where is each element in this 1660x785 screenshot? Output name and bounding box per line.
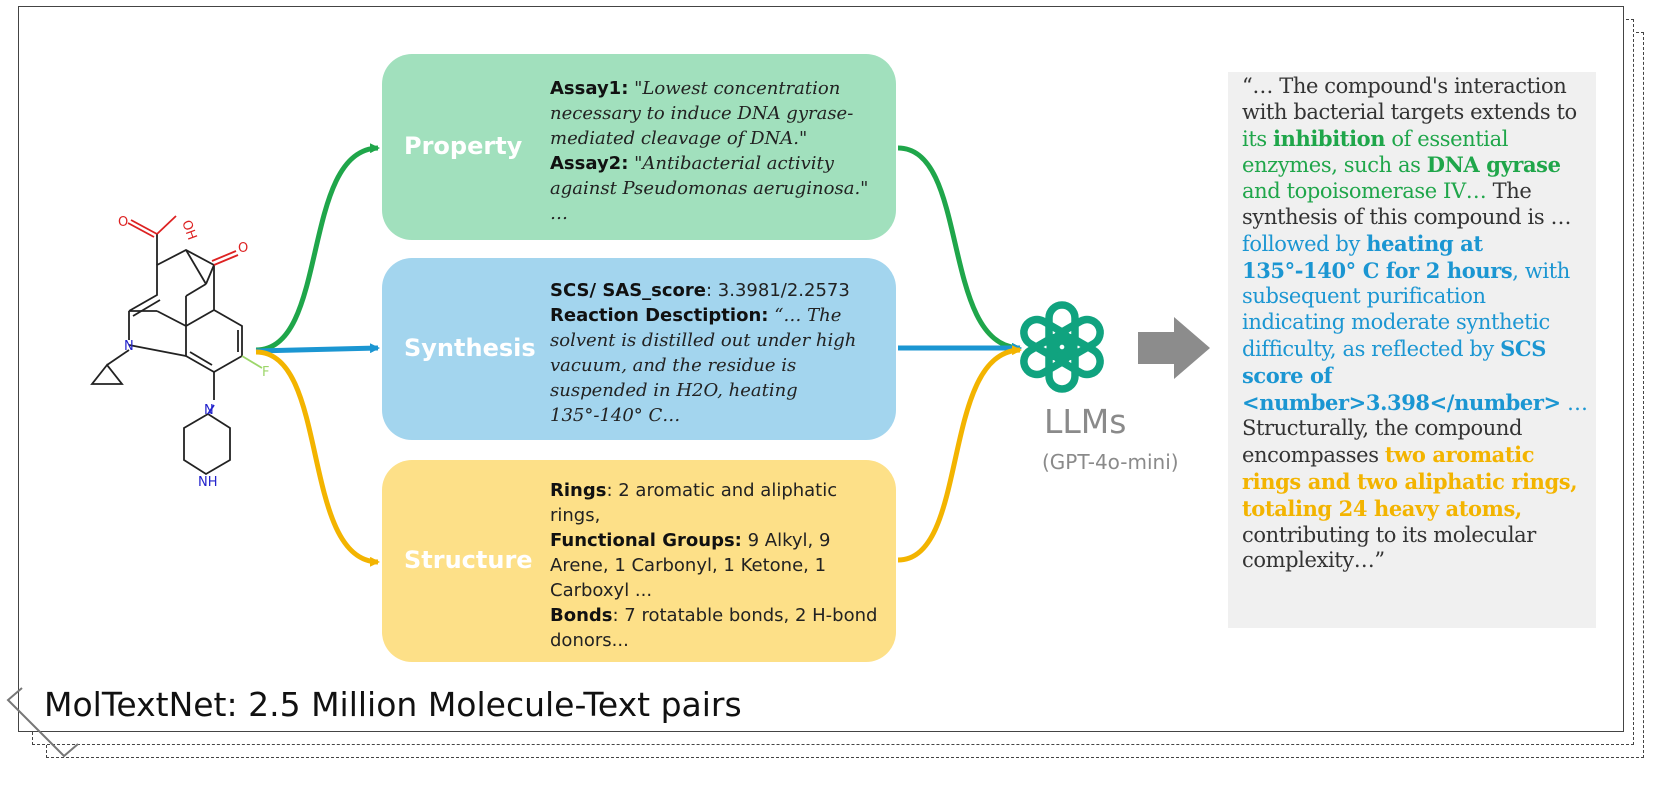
quote-part-2: The synthesis of this compound is … (1242, 179, 1572, 229)
generated-text: “… The compound's interaction with bacte… (1242, 74, 1592, 574)
bonds-value: : 7 rotatable bonds, 2 H-bond donors... (550, 605, 878, 651)
assay1-key: Assay1: (550, 78, 629, 99)
quote-blue-2: heating at 135°-140° C for 2 hours (1242, 230, 1513, 283)
openai-logo-icon (1020, 301, 1104, 393)
reaction-key: Reaction Desctiption: (550, 305, 769, 326)
atom-n-pip-label: N (204, 403, 214, 418)
output-arrow (1138, 317, 1210, 379)
quote-blue-4: SCS score of <number>3.398</number> (1242, 335, 1561, 415)
structure-text: Rings: 2 aromatic and aliphatic rings, F… (550, 478, 880, 653)
assay2-key: Assay2: (550, 153, 629, 174)
synthesis-label: Synthesis (404, 334, 536, 362)
rings-value: : 2 aromatic and aliphatic rings, (550, 480, 838, 526)
assay1-value: "Lowest concentration necessary to induc… (550, 78, 854, 149)
quote-blue-1: followed by (1242, 231, 1367, 256)
synthesis-text: SCS/ SAS_score: 3.3981/2.2573 Reaction D… (550, 278, 880, 428)
figure-caption: MolTextNet: 2.5 Million Molecule-Text pa… (44, 685, 742, 724)
property-text: Assay1: "Lowest concentration necessary … (550, 76, 880, 226)
quote-green-2: inhibition (1273, 125, 1386, 151)
structure-box: Structure Rings: 2 aromatic and aliphati… (382, 460, 896, 662)
quote-blue-5: … (1560, 390, 1588, 415)
property-ellipsis: … (550, 203, 568, 224)
connector-to-structure (255, 349, 380, 567)
connector-property-to-llm (897, 145, 1022, 353)
quote-yellow-1: two aromatic rings and two aliphatic rin… (1242, 442, 1578, 521)
connector-structure-to-llm (897, 345, 1022, 563)
generated-text-panel: “… The compound's interaction with bacte… (1228, 72, 1596, 628)
connector-to-synthesis (255, 343, 380, 354)
atom-o-ketone-label: O (238, 241, 248, 256)
atom-o-acid-label: O (118, 215, 128, 230)
atom-oh-label: OH (178, 218, 199, 242)
quote-green-5: and topoisomerase IV… (1242, 179, 1487, 204)
score-key: SCS/ SAS_score (550, 280, 707, 301)
atom-n1-label: N (124, 339, 134, 354)
caption-corner-bracket (6, 687, 79, 758)
quote-blue-3: , with subsequent purification indicatin… (1242, 258, 1570, 361)
quote-green-4: DNA gyrase (1426, 152, 1561, 178)
bonds-key: Bonds (550, 605, 613, 626)
atom-f-label: F (262, 365, 269, 380)
quote-part-4: contributing to its molecular complexity… (1242, 522, 1536, 573)
property-box: Property Assay1: "Lowest concentration n… (382, 54, 896, 240)
functional-groups-key: Functional Groups: (550, 530, 742, 551)
property-label: Property (404, 132, 523, 160)
atom-nh-label: NH (198, 475, 218, 490)
quote-part-1: “… The compound's interaction with bacte… (1242, 74, 1577, 124)
molecule-structure (90, 215, 263, 476)
quote-green-1: its (1242, 126, 1274, 151)
rings-key: Rings (550, 480, 607, 501)
llm-label: LLMs (1044, 402, 1127, 441)
assay2-value: "Antibacterial activity against Pseudomo… (550, 153, 869, 199)
functional-groups-value: 9 Alkyl, 9 Arene, 1 Carbonyl, 1 Ketone, … (550, 530, 831, 601)
reaction-value: “… The solvent is distilled out under hi… (550, 305, 857, 426)
synthesis-box: Synthesis SCS/ SAS_score: 3.3981/2.2573 … (382, 258, 896, 440)
quote-green-3: of essential enzymes, such as (1242, 126, 1509, 178)
structure-label: Structure (404, 546, 533, 574)
quote-part-3: Structurally, the compound encompasses (1242, 416, 1523, 468)
score-value: : 3.3981/2.2573 (706, 280, 850, 301)
connector-to-property (255, 143, 380, 353)
llm-model-label: (GPT-4o-mini) (1042, 450, 1179, 474)
